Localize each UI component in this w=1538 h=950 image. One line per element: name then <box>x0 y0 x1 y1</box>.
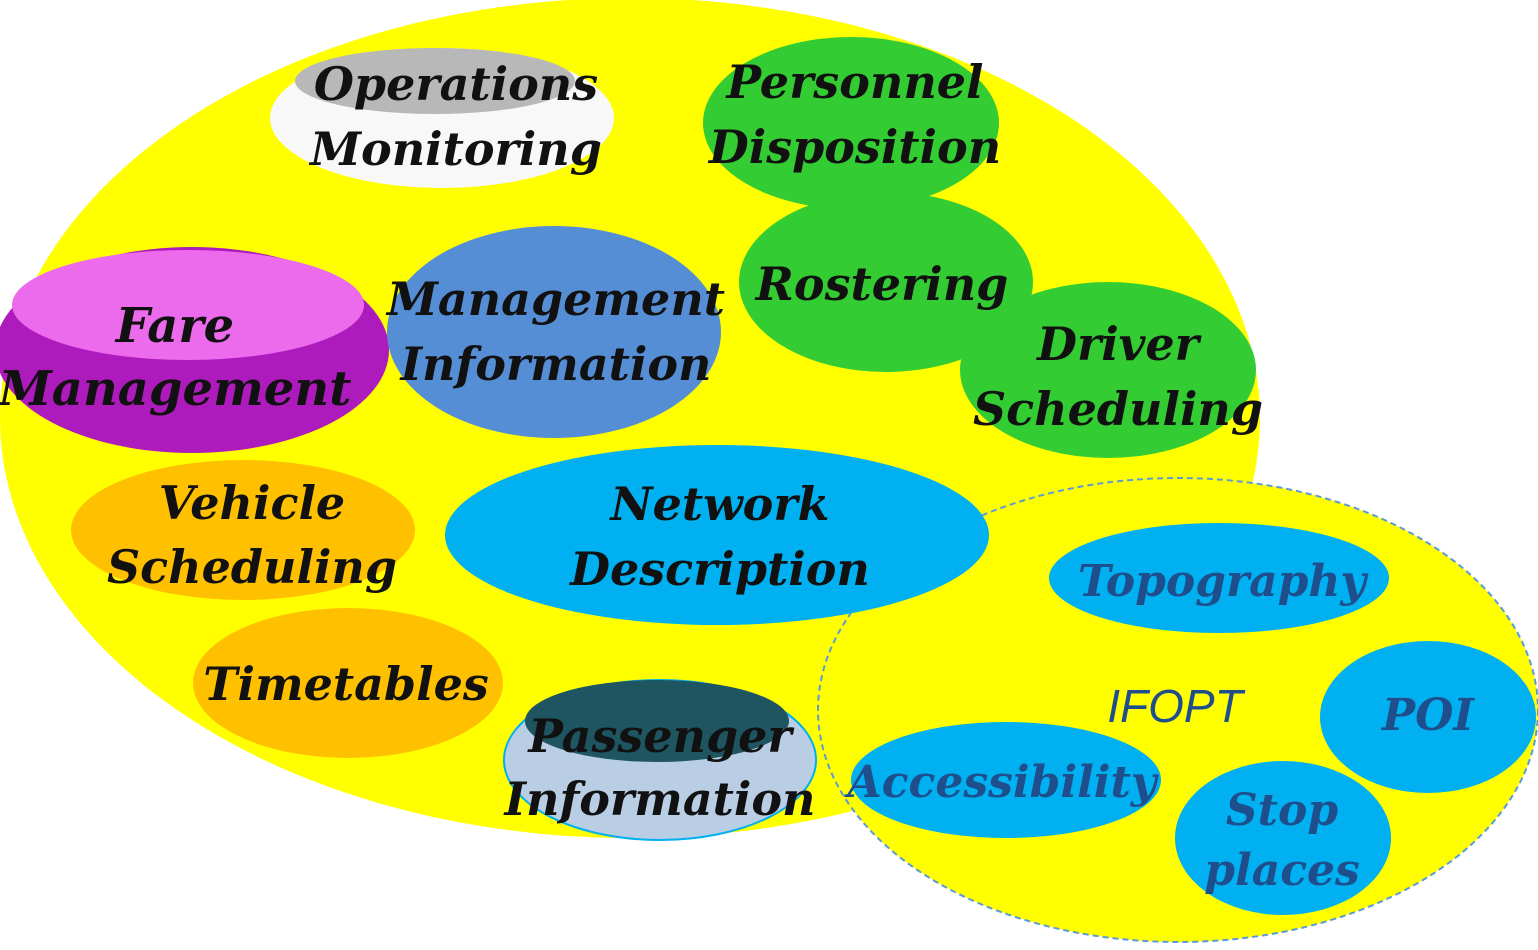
driver-scheduling-node[interactable]: Driver Scheduling <box>960 282 1263 458</box>
management-information-shape <box>387 226 721 438</box>
topography-shape <box>1049 523 1389 633</box>
network-description-label-2: Description <box>568 542 870 596</box>
operations-monitoring-cap <box>295 48 575 114</box>
personnel-disposition-shape <box>703 37 999 209</box>
passenger-information-label-1: Passenger <box>526 709 795 763</box>
poi-label: POI <box>1380 690 1475 741</box>
timetables-label: Timetables <box>203 657 489 711</box>
management-information-label-2: Information <box>399 337 712 391</box>
operations-monitoring-node[interactable]: Operations Monitoring <box>270 48 614 188</box>
operations-monitoring-label-1: Operations <box>314 57 598 111</box>
network-description-label-1: Network <box>609 477 830 531</box>
management-information-label-1: Management <box>385 272 725 326</box>
ifopt-label: IFOPT <box>1107 680 1245 732</box>
topography-node[interactable]: Topography <box>1049 523 1389 633</box>
network-description-shape <box>445 445 989 625</box>
fare-management-cap <box>12 250 364 360</box>
fare-management-label-1: Fare <box>114 298 234 354</box>
accessibility-shape <box>851 722 1161 838</box>
stop-places-node[interactable]: Stop places <box>1175 761 1391 915</box>
passenger-information-cap <box>525 680 789 762</box>
vehicle-scheduling-label-1: Vehicle <box>159 476 345 530</box>
rostering-node[interactable]: Rostering <box>739 192 1033 372</box>
poi-node[interactable]: POI <box>1320 641 1536 793</box>
stop-places-shape <box>1175 761 1391 915</box>
stop-places-label-1: Stop <box>1226 785 1338 836</box>
network-description-node[interactable]: Network Description <box>445 445 989 625</box>
topography-label: Topography <box>1078 556 1369 607</box>
timetables-shape <box>193 608 503 758</box>
vehicle-scheduling-shape <box>71 460 415 600</box>
personnel-disposition-node[interactable]: Personnel Disposition <box>703 37 1001 209</box>
stop-places-label-2: places <box>1204 845 1360 896</box>
driver-scheduling-label-2: Scheduling <box>973 382 1263 436</box>
personnel-disposition-label-2: Disposition <box>707 120 1001 174</box>
driver-scheduling-label-1: Driver <box>1035 317 1203 371</box>
poi-shape <box>1320 641 1536 793</box>
operations-monitoring-label-2: Monitoring <box>308 122 602 176</box>
fare-management-node[interactable]: Fare Management <box>0 247 389 453</box>
passenger-information-node[interactable]: Passenger Information <box>503 679 817 841</box>
personnel-disposition-label-1: Personnel <box>724 55 983 109</box>
driver-scheduling-shape <box>960 282 1256 458</box>
accessibility-label: Accessibility <box>844 757 1160 808</box>
passenger-information-label-2: Information <box>503 772 816 826</box>
vehicle-scheduling-node[interactable]: Vehicle Scheduling <box>71 460 415 600</box>
timetables-node[interactable]: Timetables <box>193 608 503 758</box>
rostering-label: Rostering <box>754 257 1009 311</box>
accessibility-node[interactable]: Accessibility <box>844 722 1161 838</box>
management-information-node[interactable]: Management Information <box>385 226 725 438</box>
rostering-shape <box>739 192 1033 372</box>
vehicle-scheduling-label-2: Scheduling <box>107 540 397 594</box>
fare-management-label-2: Management <box>0 361 351 417</box>
